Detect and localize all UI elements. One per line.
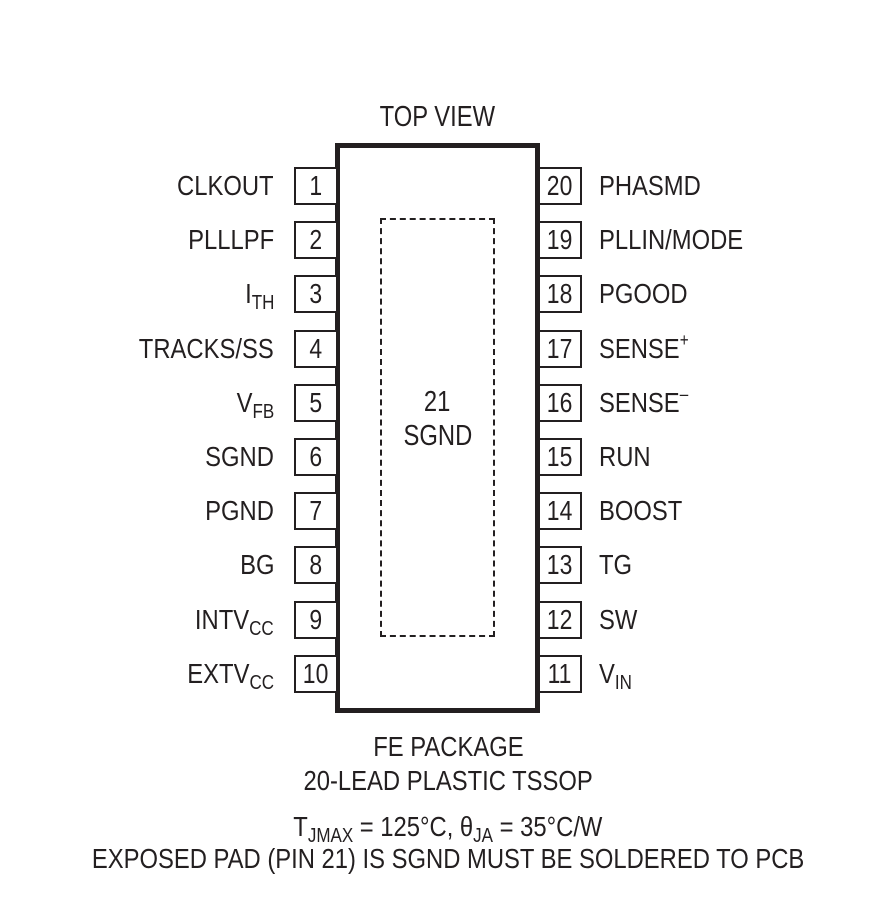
pin-20-box: 20 (540, 167, 582, 205)
pin-1-label: CLKOUT (177, 170, 274, 201)
exposed-pad-outline (380, 218, 495, 637)
pin-18-box: 18 (540, 275, 582, 314)
pin-15-box: 15 (540, 438, 582, 476)
pin-17-label: SENSE+ (599, 329, 689, 364)
pin-7-box: 7 (294, 492, 336, 531)
pin-5-label: VFB (236, 386, 274, 423)
view-title-text: TOP VIEW (379, 101, 495, 133)
pin-2-box: 2 (294, 221, 336, 260)
pin-7-label: PGND (205, 495, 274, 527)
pin-12-box: 12 (540, 600, 582, 639)
pin-14-label: BOOST (599, 495, 683, 527)
pin-3-label: ITH (244, 278, 274, 315)
exposed-pad-number: 21 (424, 386, 451, 418)
thermal-spec: TJMAX = 125°C, θJA = 35°C/W (293, 811, 603, 847)
pin-2-label: PLLLPF (188, 224, 274, 256)
pin-10-label: EXTVCC (187, 657, 274, 694)
pin-15-label: RUN (599, 441, 651, 472)
pin-16-label: SENSE– (599, 383, 689, 418)
exposed-pad-name: SGND (403, 420, 472, 452)
pin-4-box: 4 (294, 329, 336, 368)
pin-9-box: 9 (294, 600, 336, 639)
pin-11-label: VIN (599, 657, 632, 694)
pin-4-label: TRACKS/SS (139, 332, 274, 364)
view-title: TOP VIEW (0, 101, 874, 134)
pin-9-label: INTVCC (195, 603, 274, 640)
pin-14-box: 14 (540, 492, 582, 531)
ic-package-body (335, 143, 540, 713)
pin-11-box: 11 (540, 654, 582, 693)
pin-8-box: 8 (294, 546, 336, 585)
pin-10-box: 10 (294, 654, 336, 693)
pin-17-box: 17 (540, 329, 582, 368)
pin-12-label: SW (599, 603, 638, 635)
pin-3-box: 3 (294, 275, 336, 314)
exposed-pad-note: EXPOSED PAD (PIN 21) IS SGND MUST BE SOL… (91, 843, 805, 874)
pin-1-box: 1 (294, 167, 336, 205)
pin-20-label: PHASMD (599, 170, 701, 201)
package-name: FE PACKAGE (372, 731, 524, 762)
package-type: 20-LEAD PLASTIC TSSOP (303, 765, 593, 796)
pin-19-label: PLLIN/MODE (599, 224, 744, 256)
pin-8-label: BG (239, 549, 274, 581)
pin-5-box: 5 (294, 383, 336, 422)
pin-13-label: TG (599, 549, 633, 581)
pin-13-box: 13 (540, 546, 582, 585)
pin-6-label: SGND (205, 441, 274, 472)
pin-6-box: 6 (294, 438, 336, 476)
pin-18-label: PGOOD (599, 278, 688, 310)
pin-19-box: 19 (540, 221, 582, 260)
pin-16-box: 16 (540, 383, 582, 422)
